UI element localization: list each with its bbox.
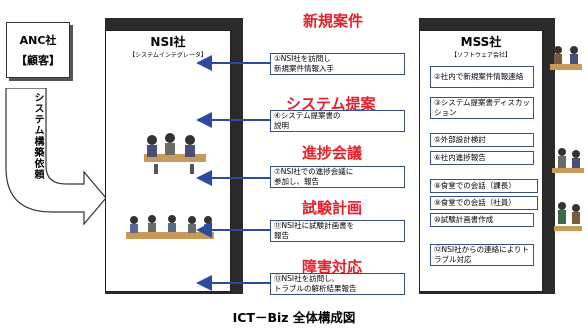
message-7-line2: 参加し、報告 [274,177,319,186]
meeting-illustration-nsi [144,133,206,174]
message-11: ⑪NSI社に試験計画書を報告 [270,220,405,242]
mss-people-illustration-1 [550,46,582,70]
system-request-arrow [5,88,107,226]
mss-column-top [419,18,555,32]
anc-customer-box: ANC社 【顧客】 [6,22,70,78]
diagram-caption: ICT－Biz 全体構成図 [232,310,356,325]
anc-name: ANC社 [19,34,57,47]
phase-system-proposal: システム提案 [286,95,376,113]
nsi-column-top [105,18,243,32]
mss-people-illustration-3 [554,202,582,231]
message-7: ⑦NSI社での進捗会議に参加し、報告 [270,166,405,188]
message-1-line2: 新規案件情報入手 [274,64,334,73]
mss-item-12-line1: ⑫NSI社からの連絡に [434,245,507,254]
phase-new-project: 新規案件 [303,12,364,30]
mss-item-9: ⑨食堂での会話（社員） [430,196,538,210]
message-11-line1: ⑪NSI社に試験計画書を [274,221,355,230]
nsi-column-bottom [105,290,243,294]
nsi-subtitle: 【システムインテグレータ】 [129,52,207,59]
message-4: ④システム提案書の説明 [270,110,405,132]
mss-item-3-line2: ディスカッション [434,98,530,117]
system-request-label: システム構築依頼 [32,92,43,180]
phase-failure-response: 障害対応 [302,258,363,276]
message-4-line2: 説明 [274,121,289,130]
message-1: ①NSI社を訪問し新規案件情報入手 [270,53,405,75]
mss-item-5: ⑤外部設計検討 [430,133,534,147]
mss-item-2-line2: 情報連絡 [493,72,524,81]
mss-item-3: ③システム提案書ディスカッション [430,97,534,119]
nsi-column-side [231,30,243,292]
mss-item-3-line1: ③システム提案書 [434,98,493,107]
message-11-line2: 報告 [274,231,289,240]
mss-column-bottom [419,290,555,294]
nsi-title: NSI社 [150,35,186,49]
mss-item-10: ⑩試験計画書作成 [430,213,534,227]
mss-item-10-text: ⑩試験計画書作成 [434,215,494,224]
message-13: ⑬NSI社を訪問し、トラブルの解析結果報告 [270,273,405,295]
message-13-line1: ⑬NSI社を訪問し、 [274,274,340,283]
anc-role: 【顧客】 [16,54,60,67]
mss-item-12-line2: よりトラブル対応 [434,245,529,264]
phase-test-plan: 試験計画 [302,199,363,217]
mss-column-side [543,30,555,292]
message-13-line2: トラブルの解析結果報告 [274,284,357,293]
message-4-line1: ④システム提案書の [274,111,341,120]
mss-item-6: ⑥社内進捗報告 [430,151,534,165]
mss-people-illustration-2 [552,148,584,173]
message-1-line1: ①NSI社を訪問し [274,54,331,63]
message-7-line1: ⑦NSI社での進捗会議に [274,167,354,176]
mss-item-6-text: ⑥社内進捗報告 [434,153,486,162]
mss-item-2: ②社内で新規案件情報連絡 [430,66,534,88]
mss-item-2-line1: ②社内で新規案件 [434,72,494,81]
mss-item-8: ⑧食堂での会話（課長） [430,179,538,193]
mss-item-12: ⑫NSI社からの連絡によりトラブル対応 [430,244,534,266]
mss-subtitle: 【ソフトウェア会社】 [450,52,511,59]
mss-item-9-text: ⑨食堂での会話（社員） [434,198,516,207]
mss-item-8-text: ⑧食堂での会話（課長） [434,181,516,190]
mss-item-5-text: ⑤外部設計検討 [434,135,486,144]
phase-progress-meeting: 進捗会議 [302,144,363,162]
mss-title: MSS社 [460,35,502,49]
